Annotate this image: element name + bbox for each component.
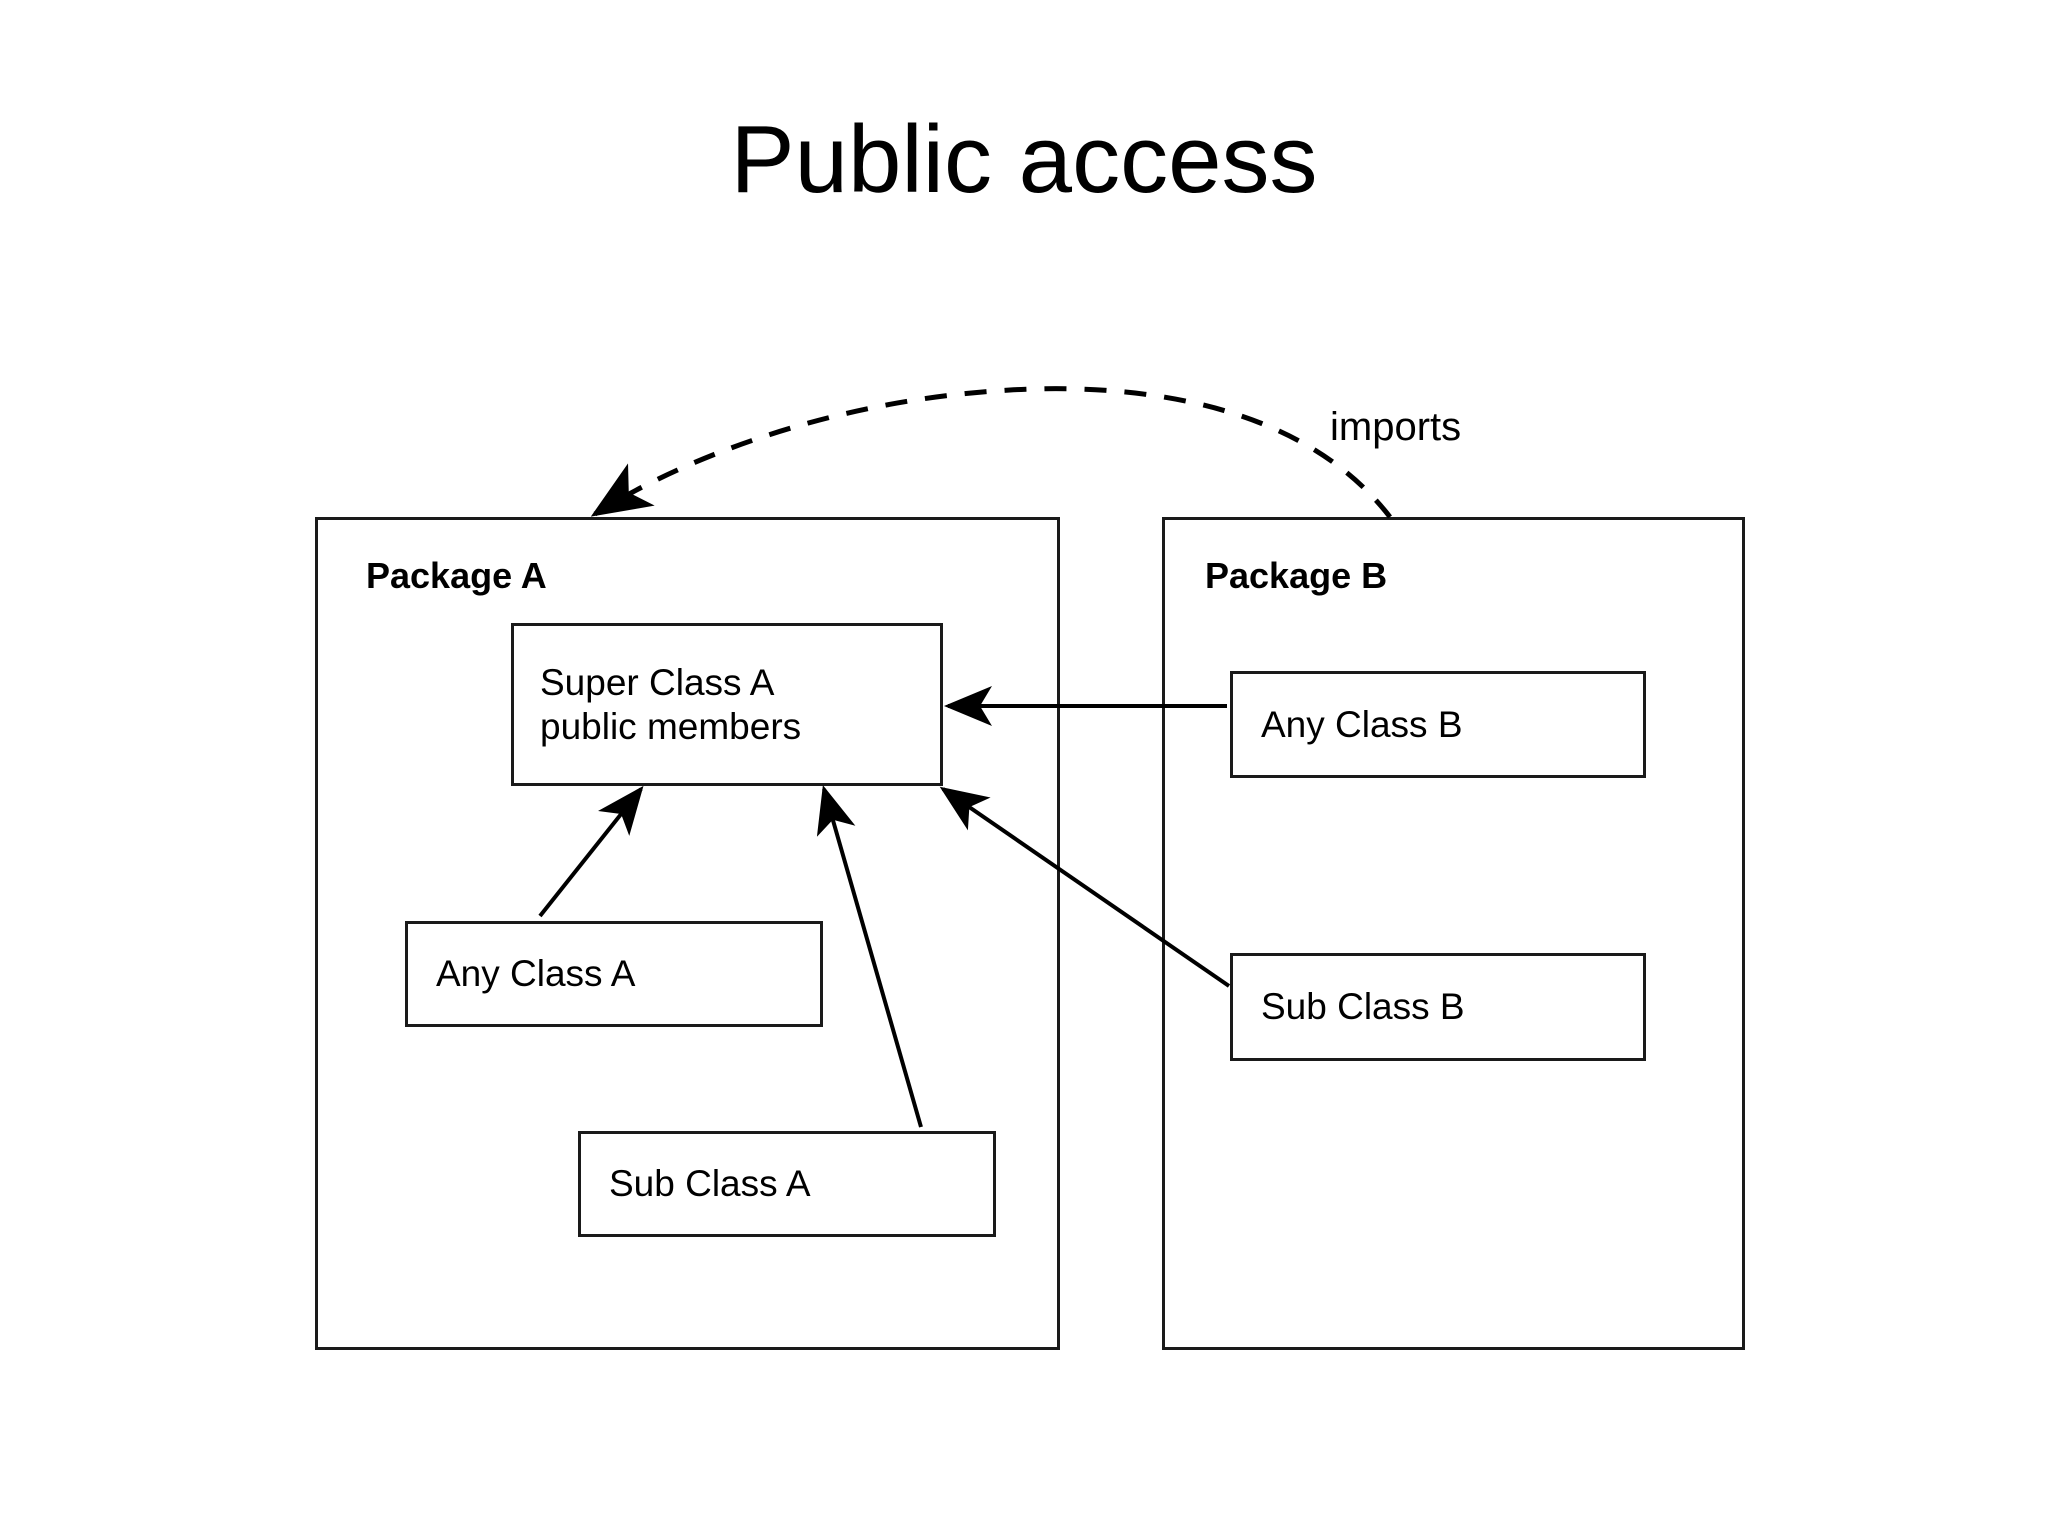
class-box-sub-class-a[interactable]: Sub Class A xyxy=(578,1131,996,1237)
super-class-a-line-2: public members xyxy=(540,705,802,747)
imports-label: imports xyxy=(1330,405,1462,449)
sub-class-a-label: Sub Class A xyxy=(609,1163,811,1205)
sub-class-b-label: Sub Class B xyxy=(1261,986,1465,1028)
any-class-a-label: Any Class A xyxy=(436,953,636,995)
class-box-any-class-a[interactable]: Any Class A xyxy=(405,921,823,1027)
package-a-frame[interactable]: Package A Super Class A public members A… xyxy=(315,517,1060,1350)
package-b-frame[interactable]: Package B Any Class B Sub Class B xyxy=(1162,517,1745,1350)
class-box-super-class-a[interactable]: Super Class A public members xyxy=(511,623,943,786)
package-b-label: Package B xyxy=(1205,555,1388,596)
super-class-a-line-1: Super Class A xyxy=(540,661,775,703)
page-title: Public access xyxy=(730,106,1318,213)
edge-package-b-imports-package-a xyxy=(590,386,1392,519)
class-box-sub-class-b[interactable]: Sub Class B xyxy=(1230,953,1646,1061)
package-a-label: Package A xyxy=(366,555,547,596)
any-class-b-label: Any Class B xyxy=(1261,703,1463,745)
class-box-any-class-b[interactable]: Any Class B xyxy=(1230,671,1646,778)
